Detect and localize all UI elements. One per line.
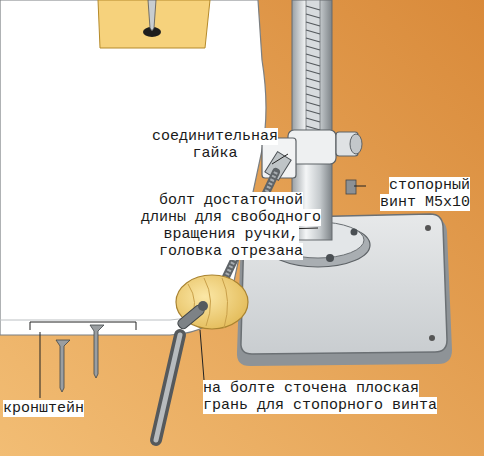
drill-table — [0, 0, 266, 335]
label-text: соединительная гайка — [152, 128, 278, 162]
label-text: на болте сточена плоская грань для стопо… — [203, 380, 437, 414]
locking-screw — [346, 180, 356, 194]
rack — [306, 0, 320, 140]
crank-hub — [198, 301, 208, 311]
callout-label: стопорный винт М5х10 — [355, 177, 470, 211]
flange-screw — [326, 254, 334, 262]
table-insert — [98, 0, 210, 48]
callout-label: на болте сточена плоская грань для стопо… — [203, 380, 448, 414]
leader-line — [40, 154, 366, 398]
bolt-hole — [425, 225, 431, 231]
callout-label: соединительная гайка — [140, 128, 290, 162]
callout-label: болт достаточной длины для свободного вр… — [135, 192, 327, 260]
bolt-hole — [429, 335, 435, 341]
collar-lug — [350, 134, 362, 154]
bracket-brace — [30, 322, 136, 330]
crank-handle — [156, 335, 180, 440]
crank-handle — [156, 335, 180, 440]
drill-bit — [148, 0, 156, 31]
flange-screw — [351, 229, 358, 236]
label-text: кронштейн — [3, 400, 84, 417]
label-text: стопорный винт М5х10 — [380, 177, 470, 211]
label-text: болт достаточной длины для свободного вр… — [141, 192, 321, 260]
callout-label: кронштейн — [3, 400, 93, 417]
wood-screw — [56, 325, 104, 392]
